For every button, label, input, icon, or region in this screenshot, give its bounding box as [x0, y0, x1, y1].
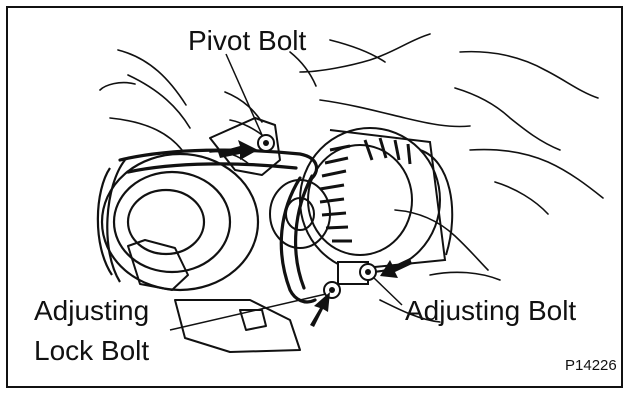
adjusting-bolt-arrow-icon — [380, 258, 412, 278]
alternator-cooling-fins — [319, 137, 412, 243]
crankshaft-pulley — [96, 152, 260, 292]
adjusting-bolt — [337, 261, 377, 285]
pointer-arrows — [218, 140, 412, 327]
pivot-bolt-leader — [225, 53, 263, 136]
engine-block-outline — [99, 33, 604, 323]
adjusting-lock-bolt-label-line1: Adjusting — [34, 295, 150, 326]
adjusting-bolt-label: Adjusting Bolt — [405, 295, 577, 326]
leader-lines — [169, 53, 403, 331]
adjusting-lock-bolt-leader — [169, 293, 327, 331]
drive-belt — [118, 148, 319, 304]
adjusting-lock-bolt-arrow-icon — [310, 292, 330, 327]
mounting-bracket — [127, 117, 301, 353]
pivot-bolt — [257, 134, 275, 152]
pivot-bolt-arrow-icon — [218, 140, 258, 160]
pivot-bolt-label: Pivot Bolt — [188, 25, 307, 56]
adjusting-bolt-leader — [373, 277, 403, 306]
figure-code: P14226 — [565, 357, 617, 374]
adjusting-lock-bolt-label-line2: Lock Bolt — [34, 335, 150, 366]
